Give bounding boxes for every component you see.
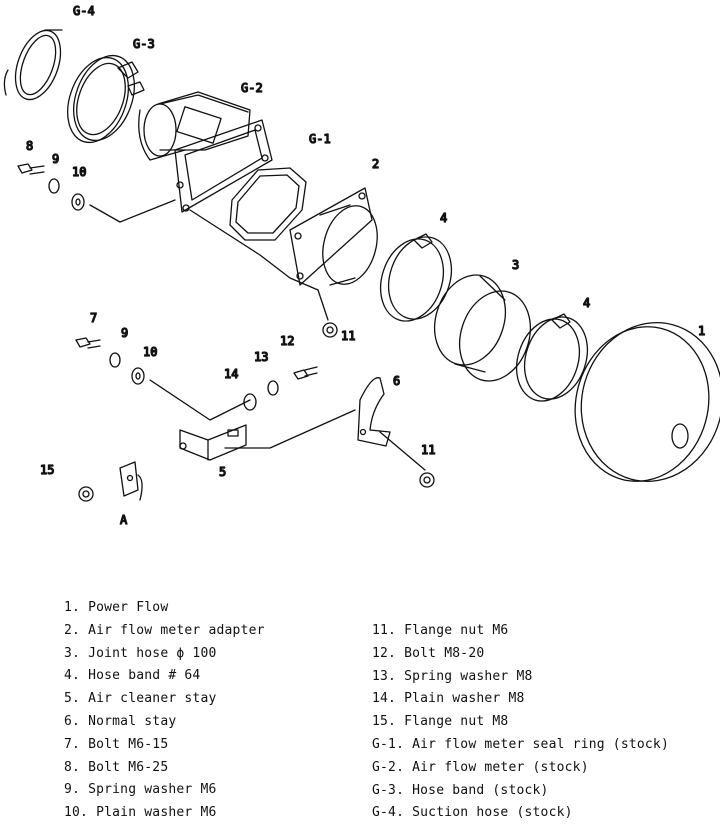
hose-band-2-part xyxy=(516,313,588,402)
parts-list-item: 13. Spring washer M8 xyxy=(372,668,533,684)
normal-stay-part xyxy=(357,377,391,447)
parts-list-item: 14. Plain washer M8 xyxy=(372,691,525,707)
callout-15: 15 xyxy=(40,463,54,477)
bracket-a-part xyxy=(78,461,143,502)
parts-list-item: G-2. Air flow meter (stock) xyxy=(372,759,589,775)
callout-6: 6 xyxy=(393,374,400,388)
callout-2: 2 xyxy=(372,157,379,171)
callout-11a: 11 xyxy=(341,329,355,343)
callout-4a: 4 xyxy=(440,211,447,225)
suction-hose-part xyxy=(3,29,63,101)
parts-list-item: 12. Bolt M8-20 xyxy=(372,645,485,661)
parts-list-item: G-1. Air flow meter seal ring (stock) xyxy=(372,736,669,752)
callout-5: 5 xyxy=(219,465,226,479)
parts-list-item: 2. Air flow meter adapter xyxy=(64,622,265,638)
callout-g2: G-2 xyxy=(241,81,263,95)
parts-list-item: 15. Flange nut M8 xyxy=(372,714,509,730)
callout-g1: G-1 xyxy=(309,132,331,146)
air-flow-meter-part xyxy=(138,91,273,213)
callout-13: 13 xyxy=(254,350,268,364)
callout-3: 3 xyxy=(512,258,519,272)
callout-10a: 10 xyxy=(72,165,86,179)
callout-7: 7 xyxy=(90,311,97,325)
joint-hose-part xyxy=(434,274,531,382)
parts-list-item: 9. Spring washer M6 xyxy=(64,782,217,798)
adapter-part xyxy=(289,187,378,286)
callout-11b: 11 xyxy=(421,443,435,457)
callout-a: A xyxy=(120,513,128,527)
callout-8: 8 xyxy=(26,139,33,153)
callout-g3: G-3 xyxy=(133,37,155,51)
callout-4b: 4 xyxy=(583,296,590,310)
parts-list-item: 5. Air cleaner stay xyxy=(64,691,217,707)
seal-ring-part xyxy=(229,167,307,241)
exploded-parts-diagram: G-4 G-3 G-2 G-1 2 4 3 4 1 8 9 10 7 9 10 … xyxy=(3,3,720,528)
stock-hose-band-part xyxy=(67,54,145,144)
callout-9a: 9 xyxy=(52,152,59,166)
parts-list-item: 6. Normal stay xyxy=(64,713,177,729)
callout-9b: 9 xyxy=(121,326,128,340)
hose-band-part xyxy=(380,233,452,322)
callout-1: 1 xyxy=(698,324,705,338)
parts-list-item: G-3. Hose band (stock) xyxy=(372,782,549,798)
callout-12: 12 xyxy=(280,334,294,348)
parts-list-item: 10. Plain washer M6 xyxy=(64,805,217,821)
air-cleaner-stay-part xyxy=(179,424,247,461)
flange-nuts xyxy=(322,322,435,488)
parts-list-item: 8. Bolt M6-25 xyxy=(64,759,169,775)
parts-list-item: 7. Bolt M6-15 xyxy=(64,736,169,752)
callout-10b: 10 xyxy=(143,345,157,359)
small-fasteners-top xyxy=(17,163,176,223)
parts-list-right: 11. Flange nut M6 12. Bolt M8-20 13. Spr… xyxy=(372,620,669,825)
small-fasteners-middle xyxy=(75,337,318,411)
callout-g4: G-4 xyxy=(73,4,95,18)
power-flow-filter-part xyxy=(574,321,720,483)
parts-list-item: 3. Joint hose ϕ 100 xyxy=(64,645,217,661)
callout-14: 14 xyxy=(224,367,238,381)
parts-list-item: G-4. Suction hose (stock) xyxy=(372,805,573,821)
parts-list-item: 11. Flange nut M6 xyxy=(372,623,509,638)
parts-list-item: 1. Power Flow xyxy=(64,600,169,615)
parts-list-item: 4. Hose band # 64 xyxy=(64,668,201,684)
parts-list-left: 1. Power Flow 2. Air flow meter adapter … xyxy=(64,597,265,825)
